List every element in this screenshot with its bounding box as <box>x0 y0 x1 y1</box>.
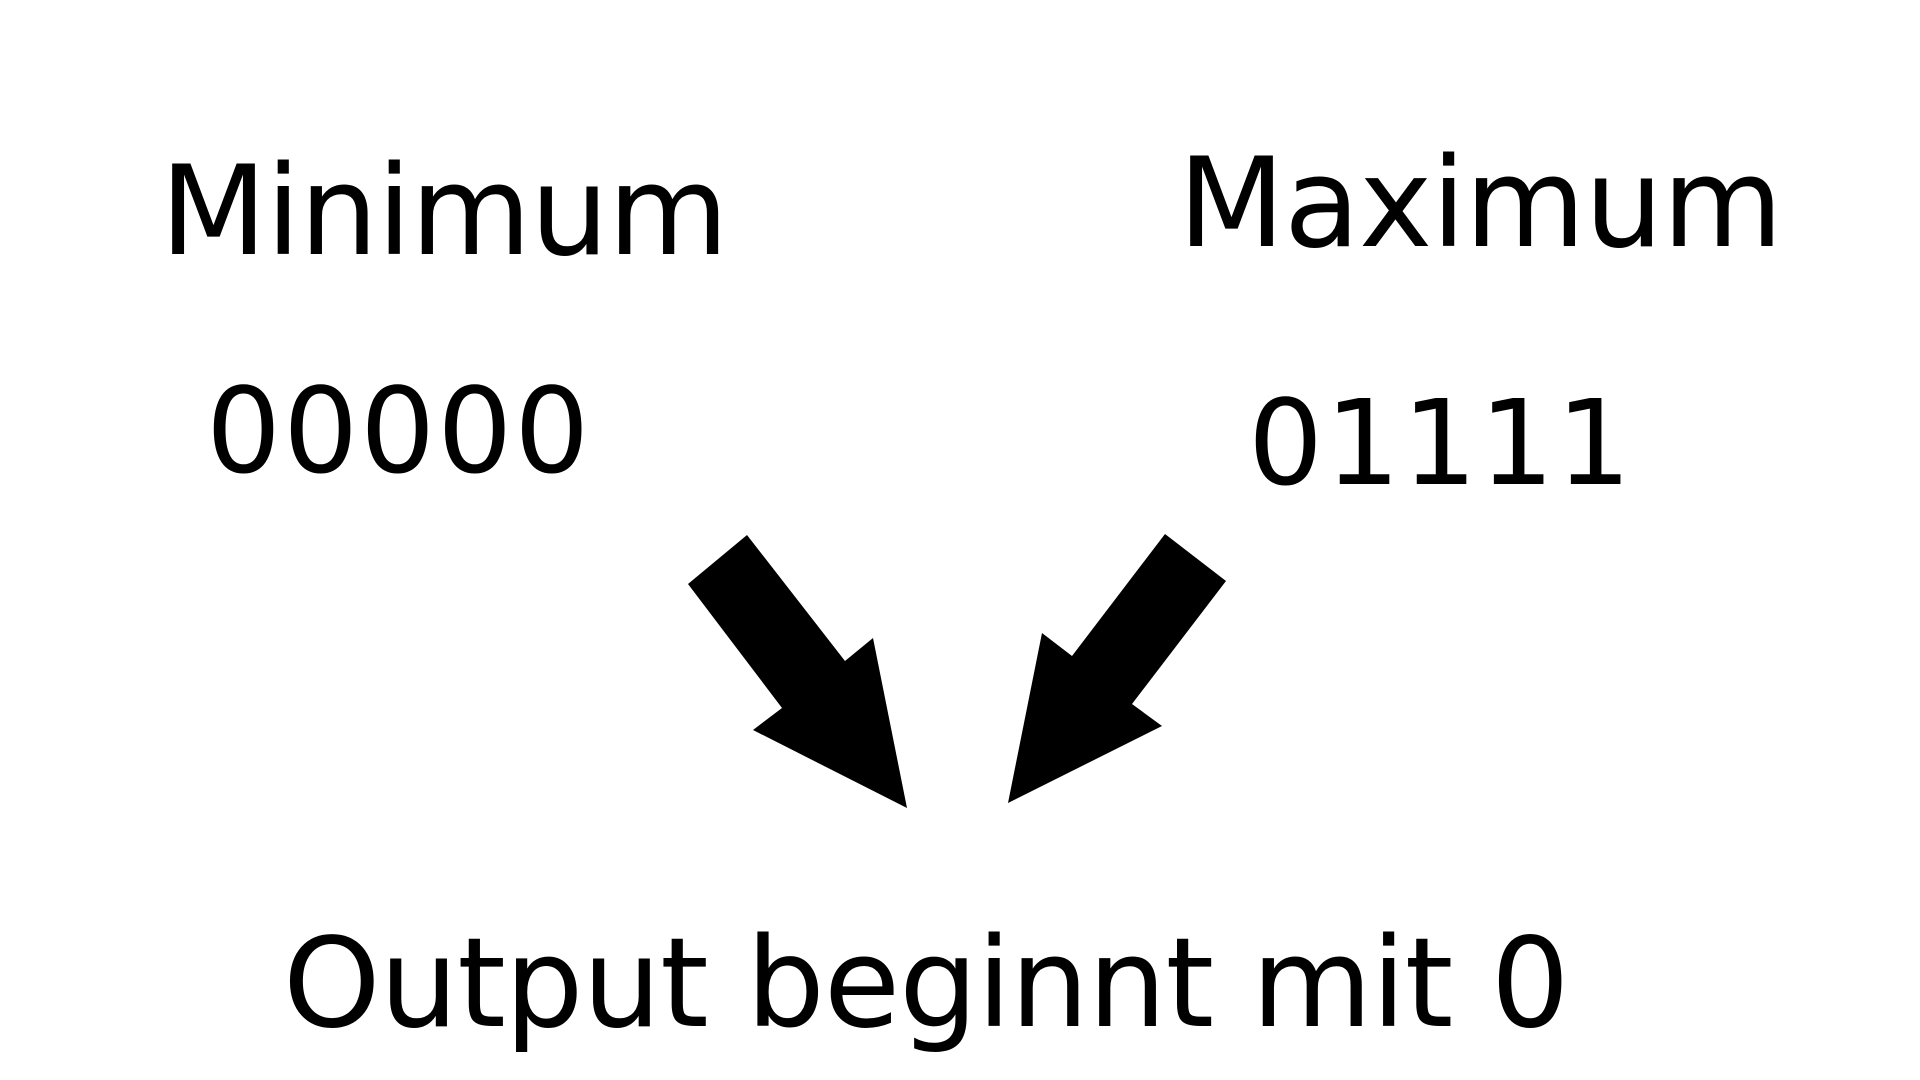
minimum-arrow-icon <box>688 535 907 808</box>
maximum-value: 01111 <box>1248 374 1634 512</box>
output-conclusion-text: Output beginnt mit 0 <box>283 912 1570 1056</box>
maximum-label: Maximum <box>1178 132 1783 276</box>
minimum-value: 00000 <box>206 362 592 500</box>
minimum-label: Minimum <box>160 140 729 284</box>
maximum-arrow-icon <box>1008 534 1226 803</box>
